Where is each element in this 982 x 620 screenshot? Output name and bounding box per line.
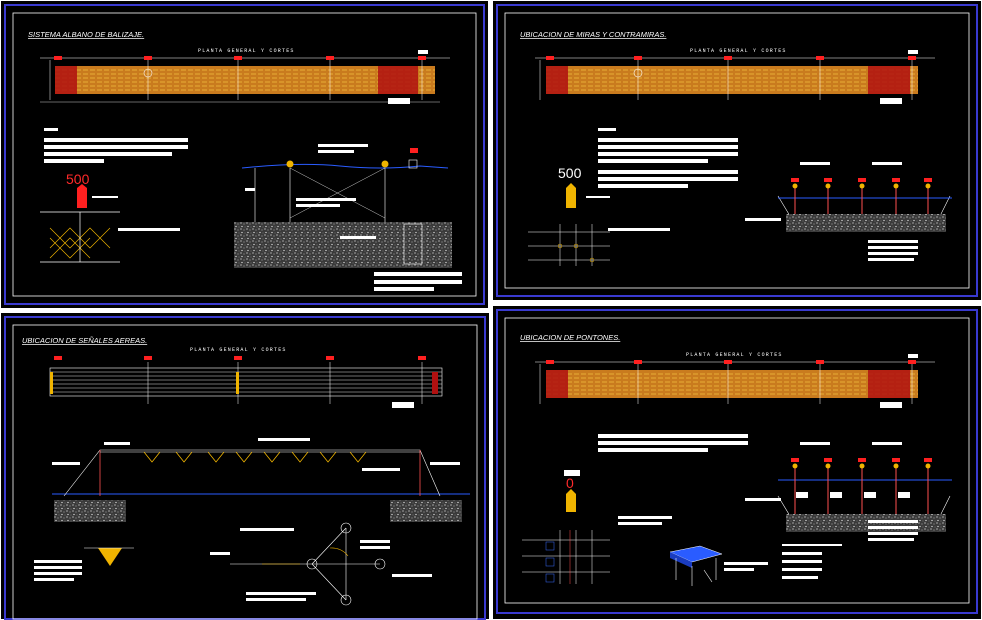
dense-block-left [55, 66, 77, 94]
marker-500: 500 [558, 165, 610, 208]
notes-block [598, 128, 738, 188]
notes-block [598, 434, 748, 452]
bridge-plan [49, 356, 443, 408]
bridge-section [234, 144, 462, 291]
panel-title: UBICACION DE SEÑALES AEREAS. [22, 336, 147, 345]
panel-miras: UBICACION DE MIRAS Y CONTRAMIRAS. PLANTA… [493, 1, 981, 300]
cone-detail [34, 547, 134, 581]
panel-background [493, 306, 981, 619]
panel-senales: UBICACION DE SEÑALES AEREAS. PLANTA GENE… [1, 313, 489, 620]
cross-section [745, 162, 952, 261]
panel-frame-inner [504, 12, 970, 289]
grid-detail [522, 530, 610, 584]
angle-detail [230, 522, 386, 606]
panel-balizaje: SISTEMA ALBANO DE BALIZAJE. PLANTA GENER… [1, 1, 488, 308]
panel-frame-inner [12, 12, 477, 297]
panel-frame-outer [4, 4, 485, 305]
notes-block [44, 128, 188, 163]
panel-pontones: UBICACION DE PONTONES. PLANTA GENERAL Y … [493, 306, 981, 619]
pontoon-detail [669, 544, 842, 586]
plan-label: PLANTA GENERAL Y CORTES [686, 352, 783, 358]
panel-frame-inner [12, 324, 478, 620]
bridge-plan [535, 354, 935, 408]
dense-block-right [378, 66, 418, 94]
plan-label: PLANTA GENERAL Y CORTES [690, 48, 787, 54]
panel-background [493, 1, 981, 300]
marker-0: 0 [564, 470, 672, 525]
grid-detail [528, 224, 610, 266]
panel-background [1, 313, 489, 619]
aerial-section [52, 438, 470, 522]
panel-title: SISTEMA ALBANO DE BALIZAJE. [28, 30, 144, 39]
lattice-detail [40, 211, 120, 263]
bridge-plan [535, 50, 935, 104]
plan-label: PLANTA GENERAL Y CORTES [190, 347, 287, 353]
panel-title: UBICACION DE PONTONES. [520, 333, 620, 342]
plan-label: PLANTA GENERAL Y CORTES [198, 48, 295, 54]
panel-frame-outer [496, 4, 978, 297]
panel-frame-inner [504, 317, 970, 604]
bridge-plan [40, 50, 450, 104]
marker-value: 500 [66, 171, 90, 187]
marker-value: 0 [566, 475, 574, 491]
marker-500: 500 [66, 171, 118, 208]
panel-frame-outer [496, 309, 978, 614]
cross-section [745, 442, 952, 541]
marker-value: 500 [558, 165, 582, 181]
panel-title: UBICACION DE MIRAS Y CONTRAMIRAS. [520, 30, 666, 39]
